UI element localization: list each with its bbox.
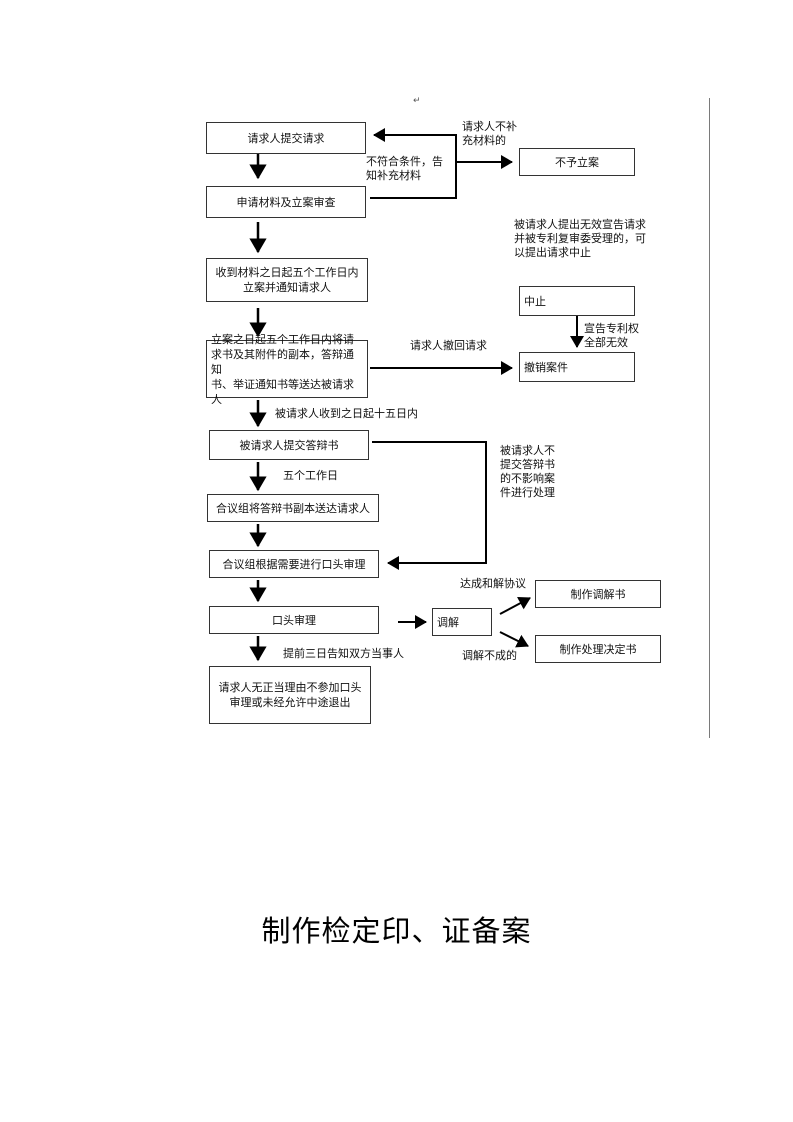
arrow-mediation-fail: [499, 631, 529, 648]
box-oral-hearing-plan: 合议组根据需要进行口头审理: [209, 550, 379, 578]
box-decision-doc: 制作处理决定书: [535, 635, 661, 663]
box-submit-defense: 被请求人提交答辩书: [209, 430, 369, 460]
arrow-review-branch: [370, 128, 457, 199]
box-submit-request: 请求人提交请求: [206, 122, 366, 154]
margin-rule: [709, 98, 710, 738]
label-settlement: 达成和解协议: [460, 577, 526, 590]
box-oral-hearing: 口头审理: [209, 606, 379, 634]
label-no-defense: 被请求人不 提交答辩书 的不影响案 件进行处理: [500, 444, 555, 499]
box-mediation-doc: 制作调解书: [535, 580, 661, 608]
label-fifteen-days: 被请求人收到之日起十五日内: [275, 407, 418, 420]
label-mediation-failed: 调解不成的: [462, 649, 517, 662]
box-withdrawal: 请求人无正当理由不参加口头 审理或未经允许中途退出: [209, 666, 371, 724]
paragraph-mark: ↵: [413, 96, 421, 106]
arrow-mediation-success: [499, 597, 531, 615]
box-review-materials: 申请材料及立案审查: [206, 186, 366, 218]
arrow-no-defense: [372, 441, 487, 570]
box-send-copies: 立案之日起五个工作日内将请 求书及其附件的副本，答辩通知 书、举证通知书等送达被…: [206, 333, 368, 406]
box-suspend: 中止: [519, 286, 635, 316]
box-send-defense-copy: 合议组将答辩书副本送达请求人: [207, 494, 379, 522]
box-no-filing: 不予立案: [519, 148, 635, 176]
label-withdraw-request: 请求人撤回请求: [410, 339, 487, 352]
label-patent-invalid: 宣告专利权 全部无效: [584, 322, 639, 349]
box-mediation: 调解: [432, 608, 492, 636]
label-notify-supplement: 不符合条件，告 知补充材料: [366, 155, 443, 182]
label-invalidation-request: 被请求人提出无效宣告请求 并被专利复审委受理的，可 以提出请求中止: [514, 218, 646, 259]
label-five-days: 五个工作日: [283, 469, 338, 482]
box-revoke-case: 撤销案件: [519, 352, 635, 382]
label-no-supplement: 请求人不补 充材料的: [462, 120, 517, 147]
box-file-notify: 收到材料之日起五个工作日内 立案并通知请求人: [206, 258, 368, 302]
page-title: 制作检定印、证备案: [261, 914, 532, 948]
label-notify-three-days: 提前三日告知双方当事人: [283, 647, 404, 660]
